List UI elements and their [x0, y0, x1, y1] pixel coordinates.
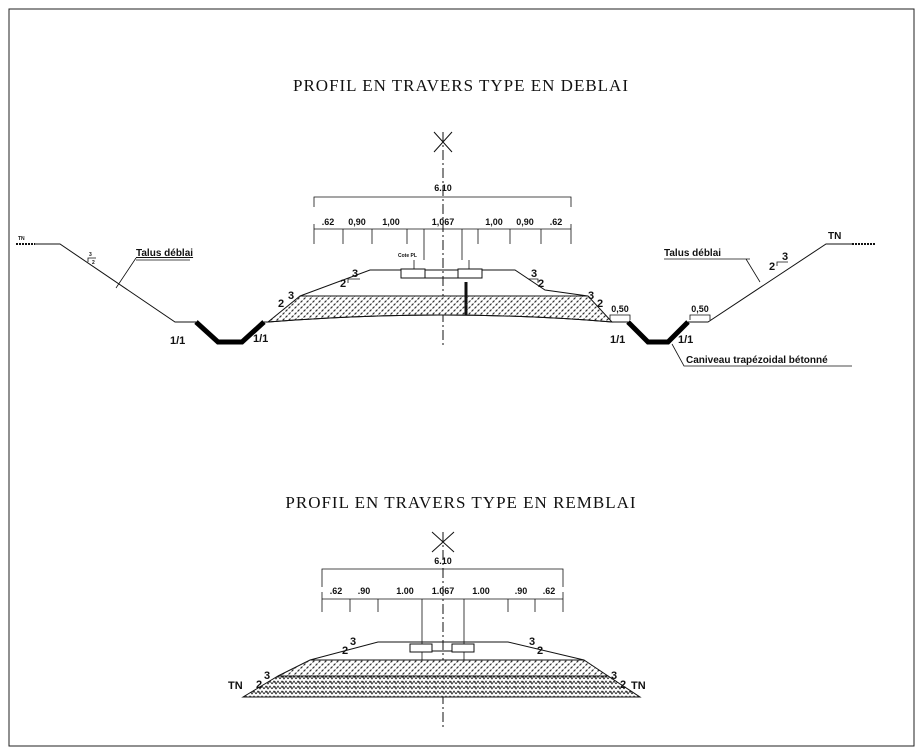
berm-right-outer-dim: [689, 314, 711, 320]
ditch-slope-l2: 1/1: [253, 333, 268, 345]
rail-note: Cote PL: [398, 253, 417, 259]
remblai-ballast-slope-right-den: 2: [537, 645, 543, 657]
dim-1: 0,90: [348, 217, 366, 227]
remblai-ballast-layer: [277, 659, 610, 677]
remblai-tn-right: TN: [631, 680, 646, 692]
remblai-dim-3: 1.067: [432, 586, 455, 596]
total-width-label: 6.10: [434, 183, 452, 193]
talus-left-mark: [87, 257, 96, 262]
total-dim-line: [313, 196, 572, 207]
remblai-dim-1: .90: [358, 586, 371, 596]
talus-right-leader: [745, 258, 761, 283]
talus-right-mark: [776, 261, 788, 266]
ditch-leader: [671, 343, 852, 367]
berm-label-2: 0,50: [691, 304, 709, 314]
ballast-slope-left-den: 2: [340, 278, 346, 290]
dim-ticks: [313, 224, 572, 260]
talus-right-num: 3: [782, 251, 788, 263]
remblai-dim-4: 1.00: [472, 586, 490, 596]
remblai-dim-0: .62: [330, 586, 343, 596]
talus-left-label: Talus déblai: [136, 248, 193, 259]
remblai-axis-cross-symbol: [431, 531, 455, 553]
sheet-border: [8, 8, 915, 747]
tn-left: TN: [18, 236, 25, 242]
dim-3: 1,067: [432, 217, 455, 227]
deblai-section: PROFIL EN TRAVERS TYPE EN DEBLAI 6.10 .6…: [16, 76, 875, 367]
dim-5: 0,90: [516, 217, 534, 227]
ballast-slope-right-mark: [528, 278, 539, 283]
dim-2: 1,00: [382, 217, 400, 227]
dim-0: .62: [322, 217, 335, 227]
remblai-ballast-slope-left-num: 3: [350, 636, 356, 648]
remblai-dim-5: .90: [515, 586, 528, 596]
remblai-fill-slope-right-num: 3: [611, 670, 617, 682]
right-cut-slope: [688, 243, 852, 323]
ballast-profile: [299, 269, 589, 297]
remblai-dim-ticks: [321, 592, 564, 680]
ditch-slope-l1: 1/1: [170, 335, 185, 347]
remblai-tn-left: TN: [228, 680, 243, 692]
berm-label-1: 0,50: [611, 304, 629, 314]
embankment-fill: [241, 675, 642, 698]
ballast-slope-left-num: 3: [352, 268, 358, 280]
ditch-slope-r2: 1/1: [678, 334, 693, 346]
talus-right-den: 2: [769, 261, 775, 273]
remblai-total-dim-line: [321, 568, 564, 587]
ballast-slope-right-num: 3: [531, 268, 537, 280]
remblai-title: PROFIL EN TRAVERS TYPE EN REMBLAI: [285, 493, 636, 512]
remblai-fill-slope-left-den: 2: [256, 679, 262, 691]
tn-right: TN: [828, 231, 841, 242]
remblai-partial-dims: .62 .90 1.00 1.067 1.00 .90 .62: [321, 586, 564, 680]
remblai-ballast-slope-right-num: 3: [529, 636, 535, 648]
remblai-rail-left: [409, 643, 433, 653]
formation-line: [267, 314, 613, 323]
ditch-label: Caniveau trapézoidal bétonné: [686, 355, 828, 366]
remblai-rail-right: [451, 643, 475, 653]
sub-slope-left-den: 2: [278, 298, 284, 310]
ditch-slope-r1: 1/1: [610, 334, 625, 346]
left-cut-slope: [35, 243, 196, 323]
dim-4: 1,00: [485, 217, 503, 227]
remblai-ballast-profile: [309, 641, 585, 661]
rail-left: [400, 268, 426, 279]
talus-left-leader: [115, 257, 137, 289]
ballast-slope-left-mark: [347, 278, 360, 283]
dim-6: .62: [550, 217, 563, 227]
sub-slope-right-num: 3: [588, 290, 594, 302]
right-ditch: [626, 320, 690, 345]
deblai-title: PROFIL EN TRAVERS TYPE EN DEBLAI: [293, 76, 629, 95]
remblai-total-width-label: 6.10: [434, 556, 452, 566]
remblai-dim-2: 1.00: [396, 586, 414, 596]
remblai-dim-6: .62: [543, 586, 556, 596]
ballast-slope-right-den: 2: [538, 278, 544, 290]
sub-slope-right-den: 2: [597, 298, 603, 310]
talus-right-label: Talus déblai: [664, 248, 721, 259]
sub-slope-left-num: 3: [288, 290, 294, 302]
axis-cross-symbol: [433, 131, 453, 153]
berm-right-inner-dim: [609, 314, 631, 320]
remblai-ballast-slope-left-den: 2: [342, 645, 348, 657]
talus-left-ratio: 2: [92, 260, 95, 266]
remblai-section: PROFIL EN TRAVERS TYPE EN REMBLAI 6.10 .…: [228, 493, 646, 730]
rail-right: [457, 268, 483, 279]
remblai-fill-slope-right-den: 2: [620, 679, 626, 691]
remblai-fill-slope-left-num: 3: [264, 670, 270, 682]
left-ditch: [194, 320, 266, 345]
partial-dims: .62 0,90 1,00 1,067 1,00 0,90 .62: [313, 217, 572, 260]
talus-left-ratio-num: 3: [89, 252, 92, 258]
